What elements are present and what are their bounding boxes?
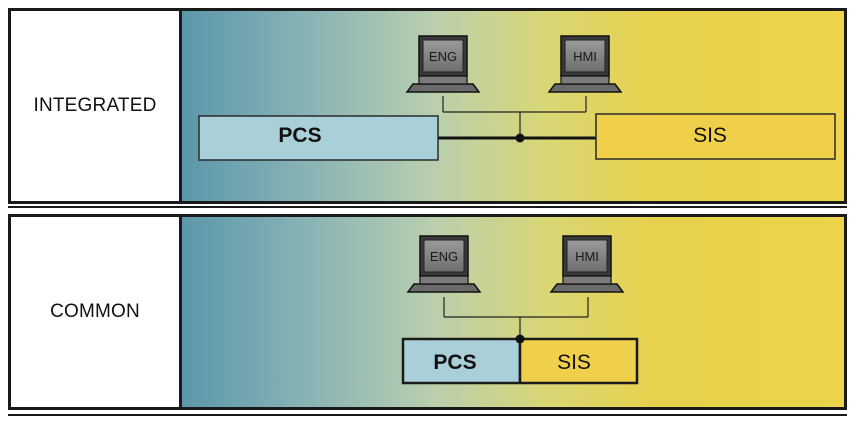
common-network-lines	[443, 297, 589, 339]
common-pcs-box	[401, 337, 522, 385]
integrated-label: INTEGRATED	[11, 11, 182, 201]
integrated-eng-laptop: ENG	[406, 35, 480, 93]
common-sis-box	[518, 337, 639, 385]
common-eng-laptop: ENG	[407, 235, 481, 293]
integrated-hmi-label: HMI	[573, 49, 597, 64]
common-sis-label: SIS	[557, 351, 591, 374]
bottom-line	[8, 414, 847, 416]
common-pcs-label: PCS	[433, 351, 476, 374]
common-hmi-label: HMI	[575, 249, 599, 264]
common-label: COMMON	[11, 217, 182, 407]
common-eng-label: ENG	[430, 249, 458, 264]
common-hmi-laptop: HMI	[550, 235, 624, 293]
integrated-hmi-laptop: HMI	[548, 35, 622, 93]
integrated-sis-label: SIS	[693, 124, 727, 147]
integrated-pcs-box: PCS	[198, 115, 439, 161]
divider-line	[8, 206, 847, 208]
integrated-eng-label: ENG	[429, 49, 457, 64]
integrated-network-lines	[438, 96, 596, 143]
integrated-pcs-label: PCS	[278, 124, 321, 147]
integrated-sis-box: SIS	[595, 113, 836, 160]
integrated-background	[182, 11, 844, 201]
common-controller-box: PCS SIS	[401, 334, 639, 385]
